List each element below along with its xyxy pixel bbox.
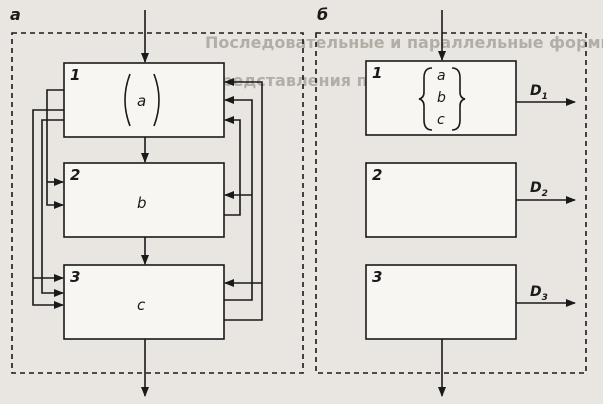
panel-b-block-1: [365, 60, 517, 136]
panel-a-block-2-letter: b: [137, 194, 147, 212]
panel-b-labels: б 1 a b c 2 3 D1 D2 D3: [317, 5, 548, 303]
panel-a-label: а: [10, 5, 21, 24]
panel-a-block-3-number: 3: [70, 268, 80, 286]
panel-b-block-3-number: 3: [372, 268, 382, 286]
panel-b-block-1-number: 1: [372, 64, 382, 82]
panel-a-block-1-letter: a: [137, 92, 146, 110]
output-d2-label: D2: [530, 180, 548, 199]
panel-a-block-3: [63, 264, 225, 340]
panel-b-letter-b: b: [437, 90, 446, 106]
panel-b: [315, 10, 587, 397]
panel-b-letter-a: a: [437, 68, 446, 84]
panel-b-dashed-frame: [315, 32, 587, 374]
panel-a: [11, 10, 304, 397]
curly-brace-left: [418, 67, 433, 131]
left-loop-inner: [46, 89, 64, 209]
panel-b-letter-c: c: [437, 112, 445, 128]
right-loop-outer: [224, 78, 263, 321]
panel-a-block-2-number: 2: [70, 166, 80, 184]
panel-a-block-1: [63, 62, 225, 138]
panel-a-labels: а 1 a 2 b 3 c: [10, 5, 147, 314]
panel-a-dashed-frame: [11, 32, 304, 374]
left-loop-outer: [32, 109, 64, 309]
left-loop-mid: [41, 119, 64, 297]
panel-a-block-2: [63, 162, 225, 238]
right-loop-mid: [224, 96, 253, 301]
paren-left: [124, 73, 131, 127]
panel-a-block-1-number: 1: [70, 66, 80, 84]
panel-b-label: б: [317, 5, 328, 24]
panel-a-block-3-letter: c: [137, 296, 146, 314]
curly-brace-right: [451, 67, 466, 131]
paren-right: [153, 73, 160, 127]
output-d3-label: D3: [530, 284, 548, 303]
right-loop-inner: [224, 116, 241, 216]
panel-b-block-3: [365, 264, 517, 340]
output-d1-label: D1: [530, 83, 548, 102]
panel-b-block-2: [365, 162, 517, 238]
panel-b-block-2-number: 2: [372, 166, 382, 184]
bleed-heading-1: Последовательные и параллельные формы: [205, 33, 603, 52]
